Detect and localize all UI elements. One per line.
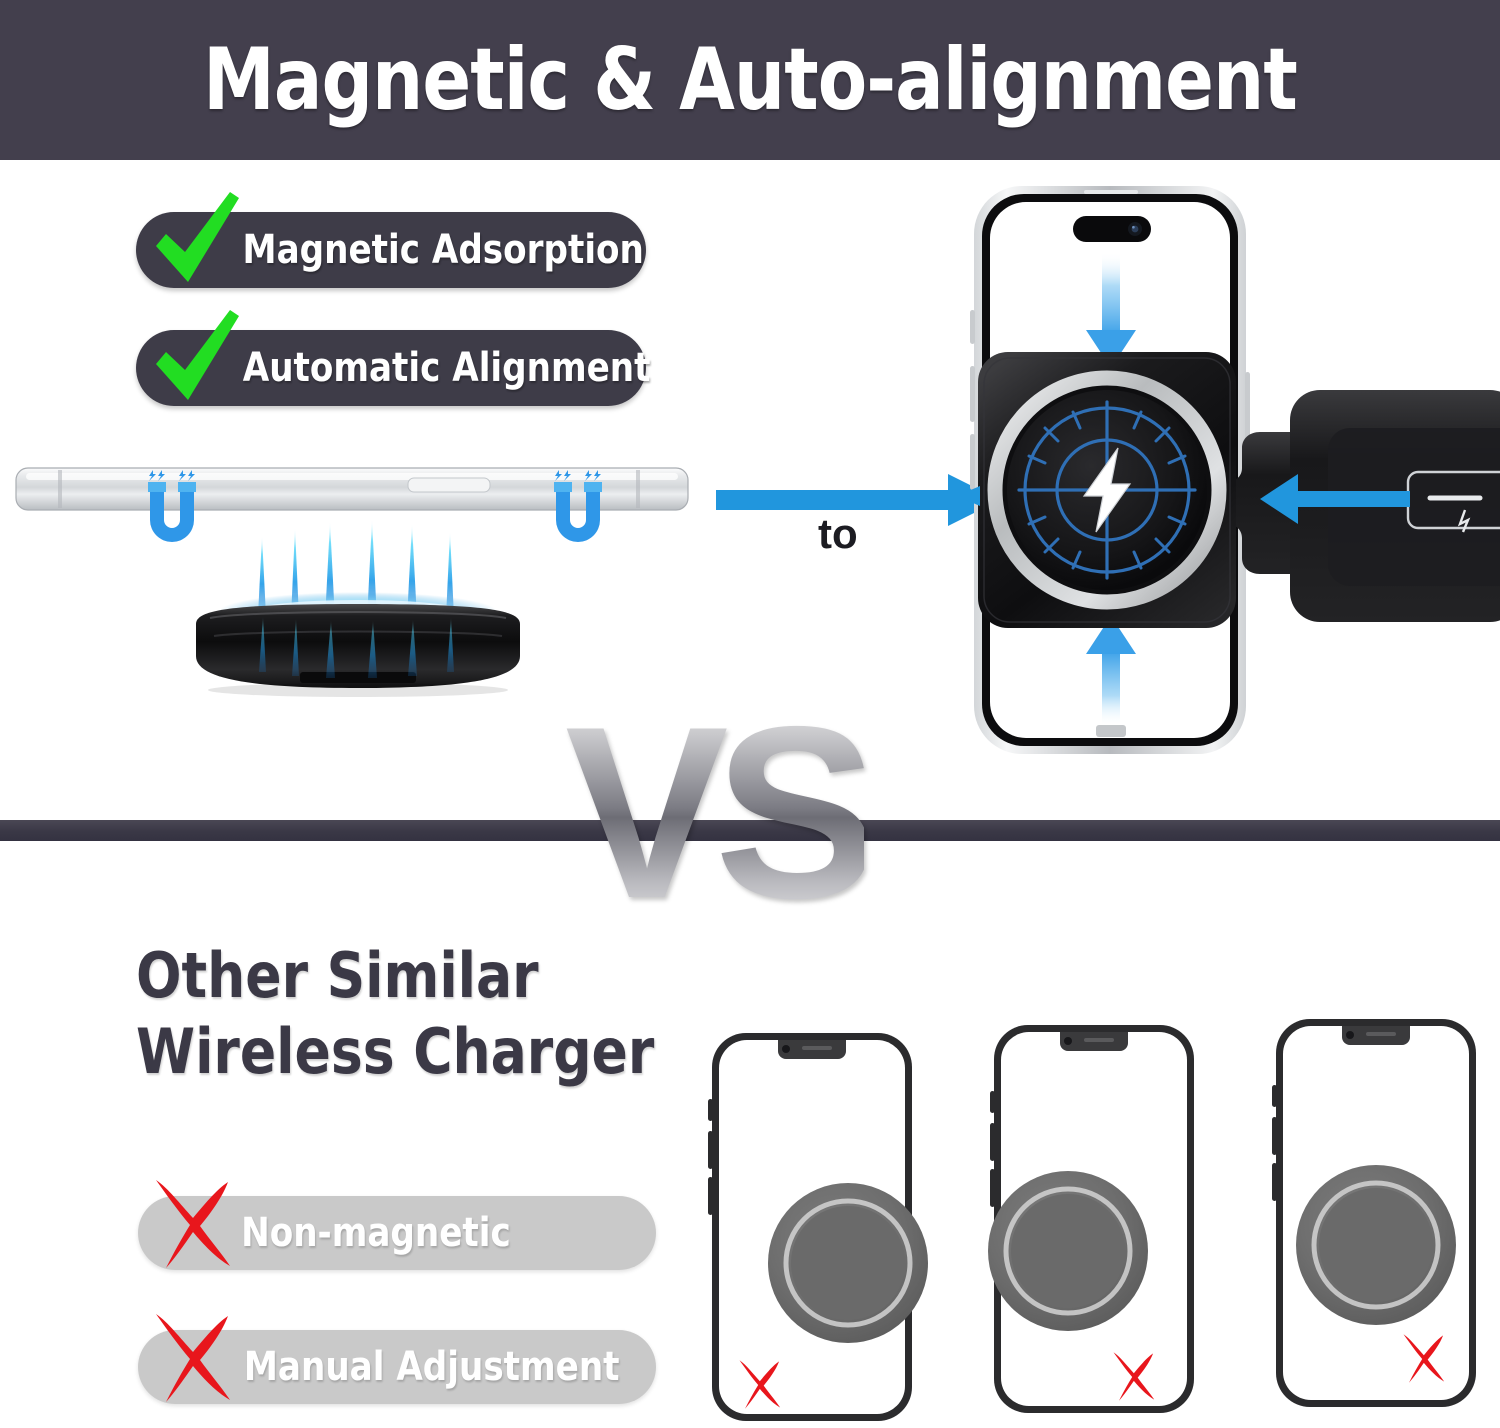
magsafe-alignment-illustration xyxy=(960,180,1500,780)
drawback-pill-label: Non-magnetic xyxy=(241,1210,511,1256)
header-bar: Magnetic & Auto-alignment xyxy=(0,0,1500,160)
magnet-icon-right xyxy=(554,470,602,542)
drawback-pill-label: Manual Adjustment xyxy=(243,1344,620,1390)
section-divider xyxy=(0,820,1500,841)
x-mark-icon xyxy=(146,1308,242,1404)
phone-3 xyxy=(1270,1013,1482,1428)
check-icon xyxy=(142,308,246,412)
transition-arrow xyxy=(716,470,1016,560)
section-heading: Other Similar Wireless Charger xyxy=(136,938,654,1089)
transition-label: to xyxy=(818,510,858,557)
magnetic-attraction-illustration xyxy=(0,440,720,720)
phone-2 xyxy=(988,1019,1200,1428)
charging-pad-misaligned xyxy=(1296,1165,1456,1325)
dynamic-island xyxy=(1073,216,1151,242)
charging-bolt-icon xyxy=(1082,447,1132,533)
page-title: Magnetic & Auto-alignment xyxy=(203,30,1298,130)
section-heading-line2: Wireless Charger xyxy=(136,1014,655,1088)
charger-folding-arm xyxy=(1226,432,1290,574)
target-ticks xyxy=(1027,410,1187,570)
x-mark-icon xyxy=(146,1174,242,1270)
section-heading-line1: Other Similar xyxy=(136,939,539,1012)
charging-pad-misaligned xyxy=(988,1171,1148,1331)
other-chargers-illustration xyxy=(690,1005,1500,1428)
feature-pill-magnetic-adsorption: Magnetic Adsorption xyxy=(136,192,646,288)
drawback-pill-non-magnetic: Non-magnetic xyxy=(138,1180,656,1270)
wireless-charger-puck xyxy=(196,604,520,697)
x-mark-icon xyxy=(739,1360,781,1409)
alignment-arrow-up xyxy=(1086,616,1136,726)
phone-1 xyxy=(706,1027,928,1428)
check-icon xyxy=(142,190,246,294)
alignment-arrow-edge-left xyxy=(966,486,980,506)
feature-pill-label: Magnetic Adsorption xyxy=(242,227,644,273)
feature-pill-automatic-alignment: Automatic Alignment xyxy=(136,310,650,406)
x-mark-icon xyxy=(1403,1334,1445,1383)
charging-pad-misaligned xyxy=(768,1183,928,1343)
feature-pill-label: Automatic Alignment xyxy=(242,345,651,391)
x-mark-icon xyxy=(1113,1352,1155,1401)
vs-label: VS xyxy=(565,675,878,949)
alignment-arrow-left xyxy=(1260,474,1410,524)
alignment-arrow-down xyxy=(1086,252,1136,368)
magnet-icon-left xyxy=(148,470,196,542)
drawback-pill-manual-adjustment: Manual Adjustment xyxy=(138,1314,656,1404)
magsafe-charger-pad xyxy=(978,352,1236,628)
